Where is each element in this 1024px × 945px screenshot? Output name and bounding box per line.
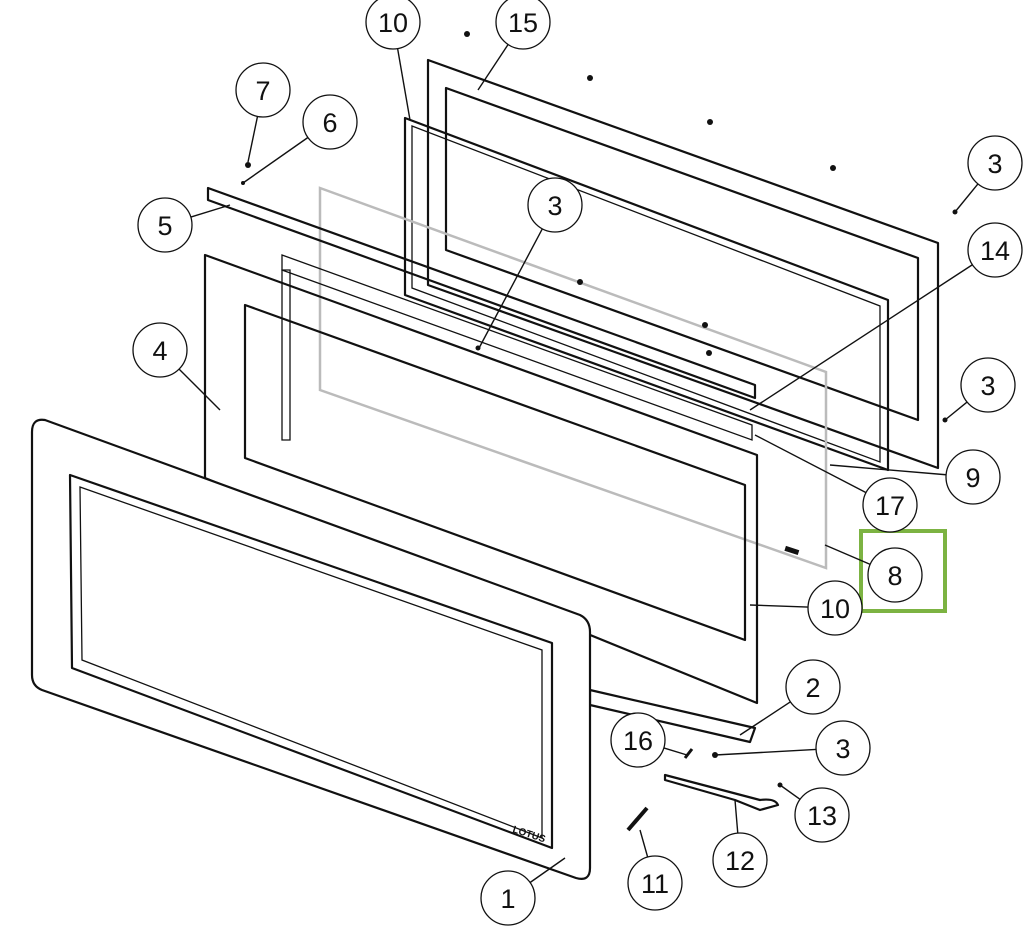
leader-line <box>779 784 801 800</box>
callout-4: 4 <box>132 322 221 411</box>
callout-9: 9 <box>829 449 1001 505</box>
callout-bubble <box>302 94 358 150</box>
callout-16: 16 <box>610 712 688 768</box>
callout-bubble <box>495 0 551 50</box>
callout-3: 3 <box>954 135 1023 213</box>
callout-14: 14 <box>749 222 1023 411</box>
callout-number: 3 <box>547 191 562 221</box>
callout-number: 3 <box>980 371 995 401</box>
callout-number: 10 <box>820 594 850 624</box>
callout-17: 17 <box>754 434 918 533</box>
part-inner-frame <box>203 253 759 705</box>
callout-5: 5 <box>137 197 231 253</box>
callout-number: 17 <box>875 491 905 521</box>
callout-bubble <box>967 222 1023 278</box>
leader-line <box>529 857 566 884</box>
leader-line <box>739 701 791 736</box>
callout-bubble <box>967 135 1023 191</box>
callout-bubble <box>137 197 193 253</box>
leader-line <box>829 464 947 476</box>
leader-line <box>954 183 979 213</box>
callout-3: 3 <box>714 720 871 776</box>
callout-bubble <box>807 580 863 636</box>
callout-number: 10 <box>378 8 408 38</box>
callout-bubble <box>867 547 923 603</box>
callout-bubble <box>610 712 666 768</box>
callout-bubble <box>480 870 536 926</box>
callout-number: 1 <box>500 884 515 914</box>
callout-number: 7 <box>255 76 270 106</box>
callout-bubble <box>785 659 841 715</box>
callout-number: 12 <box>725 846 755 876</box>
callout-bubble <box>712 832 768 888</box>
callout-number: 15 <box>508 8 538 38</box>
callout-bubble <box>627 855 683 911</box>
part-gasket-rear <box>403 116 890 472</box>
callout-3: 3 <box>944 357 1016 421</box>
callout-number: 3 <box>835 734 850 764</box>
callout-bubble <box>235 62 291 118</box>
callout-6: 6 <box>242 94 358 184</box>
callout-number: 3 <box>987 149 1002 179</box>
callout-2: 2 <box>739 659 841 736</box>
part-back-panel <box>426 58 940 470</box>
leader-line <box>242 136 309 184</box>
callout-bubble <box>794 787 850 843</box>
callout-number: 11 <box>641 869 669 899</box>
leader-line <box>639 829 649 858</box>
callout-bubble <box>862 477 918 533</box>
leader-line <box>663 747 688 756</box>
callout-10: 10 <box>365 0 421 121</box>
part-front-panel: LOTUS <box>30 418 592 880</box>
callout-number: 16 <box>623 726 653 756</box>
leader-line <box>754 434 867 494</box>
callout-highlight-box <box>859 529 947 613</box>
callout-1: 1 <box>480 857 566 926</box>
callout-15: 15 <box>477 0 551 91</box>
callout-number: 9 <box>965 463 980 493</box>
part-top-trim <box>206 186 757 400</box>
callout-bubble <box>365 0 421 50</box>
callout-8: 8 <box>824 544 923 603</box>
leader-line <box>190 204 231 218</box>
callout-7: 7 <box>235 62 291 163</box>
leader-line <box>749 264 973 411</box>
leader-line <box>749 604 809 608</box>
callout-number: 4 <box>152 336 167 366</box>
part-glass <box>318 186 828 570</box>
leader-line <box>247 116 259 163</box>
leader-line <box>824 544 871 566</box>
leader-line <box>396 48 411 121</box>
callout-number: 2 <box>805 673 820 703</box>
callout-number: 8 <box>887 561 902 591</box>
callout-number: 5 <box>157 211 172 241</box>
callout-bubble <box>960 357 1016 413</box>
callout-10: 10 <box>749 580 863 636</box>
callout-13: 13 <box>779 784 850 843</box>
small-parts <box>241 31 958 832</box>
leader-line <box>944 401 968 421</box>
callout-3: 3 <box>477 177 583 351</box>
leader-line <box>714 748 817 756</box>
callout-bubble <box>527 177 583 233</box>
callout-bubble <box>945 449 1001 505</box>
callout-bubble <box>815 720 871 776</box>
leader-line <box>477 228 543 351</box>
callout-number: 6 <box>322 108 337 138</box>
leader-line <box>178 368 221 411</box>
leader-line <box>734 799 739 834</box>
callout-bubble <box>132 322 188 378</box>
callout-number: 14 <box>980 236 1010 266</box>
callout-11: 11 <box>627 829 683 911</box>
callout-number: 13 <box>807 801 837 831</box>
callout-12: 12 <box>712 799 768 888</box>
leader-line <box>477 44 509 91</box>
